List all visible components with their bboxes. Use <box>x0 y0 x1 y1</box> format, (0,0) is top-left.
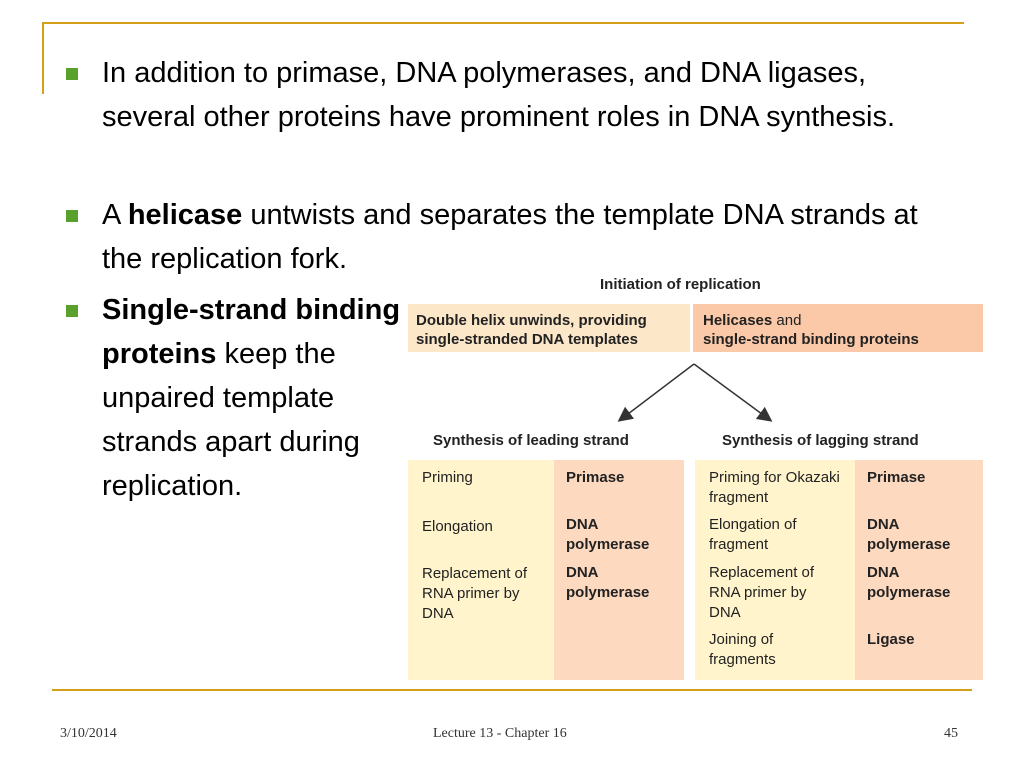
lagging-process-2: Elongation of fragment <box>709 516 797 553</box>
enzyme-ssb: single-strand binding proteins <box>703 331 919 348</box>
leading-enzyme-1: Primase <box>566 469 625 486</box>
left-rule <box>42 22 44 94</box>
footer-title: Lecture 13 - Chapter 16 <box>433 726 567 741</box>
square-bullet-icon <box>66 68 78 80</box>
bottom-rule <box>52 689 972 691</box>
lagging-strand-title: Synthesis of lagging strand <box>722 432 919 449</box>
lagging-enzyme-4: Ligase <box>867 631 915 648</box>
lagging-process-1: Priming for Okazaki fragment <box>709 469 840 506</box>
leading-process-3: Replacement of RNA primer by DNA <box>422 565 528 622</box>
bullet-bold-term: helicase <box>127 199 243 231</box>
square-bullet-icon <box>66 210 78 222</box>
bullet-prefix: A <box>102 199 128 231</box>
branch-arrows <box>617 363 773 422</box>
bullet-suffix: untwists and separates the template DNA … <box>102 199 918 275</box>
lagging-process-column: Priming for Okazaki fragment Elongation … <box>695 460 855 680</box>
enzyme-helicases: Helicases <box>703 312 773 329</box>
arrow-to-leading <box>617 363 695 422</box>
leading-process-2: Elongation <box>422 518 493 535</box>
page-number: 45 <box>944 726 958 741</box>
bullet-text: Single-strand binding proteins keep the … <box>102 288 402 508</box>
lagging-enzyme-1: Primase <box>867 469 926 486</box>
lagging-process-3: Replacement of RNA primer by DNA <box>709 564 815 621</box>
bullet-text: In addition to primase, DNA polymerases,… <box>102 57 896 133</box>
initiation-enzyme-box: Helicases and single-strand binding prot… <box>693 304 983 352</box>
bullet-suffix: keep the unpaired template strands apart… <box>102 338 360 502</box>
top-rule <box>44 22 964 24</box>
arrow-to-lagging <box>693 363 773 422</box>
enzyme-and: and <box>772 312 802 329</box>
lagging-strand-table: Priming for Okazaki fragment Elongation … <box>695 460 983 680</box>
leading-enzyme-2: DNA polymerase <box>566 516 650 553</box>
leading-process-1: Priming <box>422 469 473 486</box>
leading-strand-table: Priming Elongation Replacement of RNA pr… <box>408 460 684 680</box>
leading-process-column: Priming Elongation Replacement of RNA pr… <box>408 460 554 680</box>
leading-enzyme-3: DNA polymerase <box>566 564 650 601</box>
initiation-process-box: Double helix unwinds, providing single-s… <box>408 304 690 352</box>
bullet-text: A helicase untwists and separates the te… <box>102 193 962 281</box>
leading-strand-title: Synthesis of leading strand <box>433 432 629 449</box>
lagging-enzyme-2: DNA polymerase <box>867 516 951 553</box>
bullet-bold-term: Single-strand binding proteins <box>102 294 401 370</box>
lagging-process-4: Joining of fragments <box>709 631 776 668</box>
leading-enzyme-column: Primase DNA polymerase DNA polymerase <box>554 460 684 680</box>
lagging-enzyme-3: DNA polymerase <box>867 564 951 601</box>
lagging-enzyme-column: Primase DNA polymerase DNA polymerase Li… <box>855 460 983 680</box>
square-bullet-icon <box>66 305 78 317</box>
figure-title: Initiation of replication <box>600 276 761 293</box>
footer-date: 3/10/2014 <box>60 726 117 741</box>
